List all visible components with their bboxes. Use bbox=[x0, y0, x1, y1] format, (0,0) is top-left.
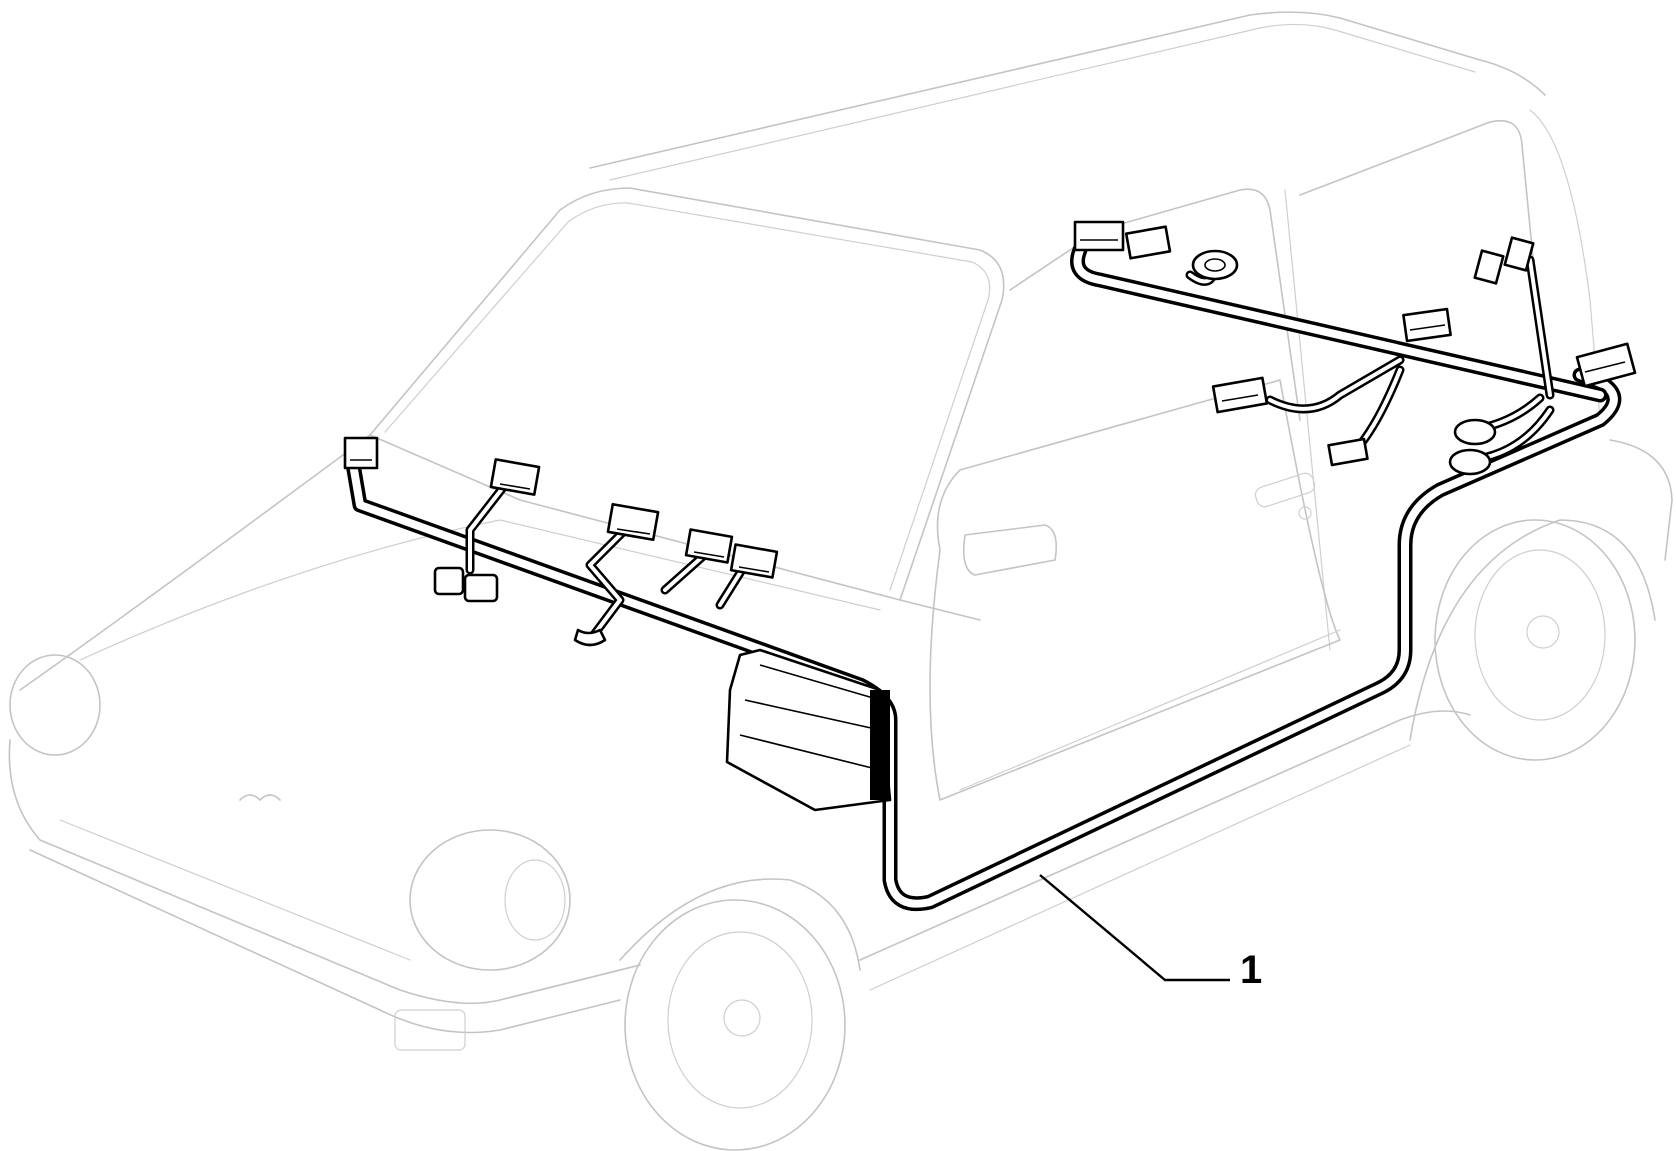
rear-light bbox=[1609, 439, 1673, 561]
side-mirror bbox=[962, 524, 1058, 576]
brand-logo bbox=[239, 794, 281, 801]
rear-branch-1-core bbox=[1268, 358, 1402, 411]
door-lock bbox=[1298, 506, 1312, 520]
front-lower-bumper bbox=[29, 849, 621, 1034]
left-headlight bbox=[9, 654, 101, 756]
rear-wheel-arch bbox=[1409, 519, 1656, 741]
main-harness-trunk-core bbox=[348, 371, 1618, 908]
connector-rear-rings bbox=[1448, 418, 1497, 476]
right-headlight-lens bbox=[504, 859, 566, 941]
connector-rear-f bbox=[1575, 342, 1637, 388]
connector-rear-e bbox=[1327, 437, 1369, 467]
pillar-branch-core bbox=[1528, 258, 1552, 397]
roof-outline bbox=[589, 11, 1546, 169]
side-window-rear bbox=[1299, 120, 1541, 331]
roof-inner-line bbox=[609, 23, 1476, 181]
connector-dash-b bbox=[489, 458, 541, 496]
connector-dash-d bbox=[684, 528, 734, 564]
front-wheel bbox=[624, 899, 846, 1151]
front-wheel-arch bbox=[619, 878, 861, 971]
connector-roof-a bbox=[1073, 220, 1125, 252]
callout-1-label: 1 bbox=[1240, 948, 1262, 992]
connector-rear-d bbox=[1211, 376, 1269, 414]
dash-branch-2-core bbox=[588, 523, 632, 642]
roof-harness-core bbox=[1073, 246, 1604, 399]
main-harness-trunk bbox=[344, 367, 1622, 912]
connector-dash-a bbox=[343, 436, 379, 470]
connector-rear-c bbox=[1402, 307, 1452, 343]
rear-wheel-hub bbox=[1526, 615, 1560, 649]
connector-roof-ring bbox=[1191, 249, 1239, 281]
callout-1-leader bbox=[1039, 874, 1230, 982]
grille-line bbox=[59, 819, 411, 961]
door-lower-crease bbox=[959, 629, 1341, 791]
side-sill bbox=[859, 710, 1471, 961]
vehicle-outline bbox=[8, 11, 1673, 1151]
front-door-outline bbox=[929, 379, 1341, 801]
connector-rear-a bbox=[1473, 249, 1505, 285]
connector-rear-b bbox=[1503, 236, 1535, 272]
fuse-box bbox=[725, 648, 892, 812]
front-wheel-rim bbox=[667, 931, 813, 1109]
connector-roof-b bbox=[1124, 225, 1172, 260]
wiring-harness bbox=[343, 220, 1637, 912]
connector-dash-c bbox=[606, 502, 660, 542]
c-pillar bbox=[1529, 109, 1601, 421]
rear-wheel-rim bbox=[1474, 549, 1606, 721]
dash-branch-1-core bbox=[468, 483, 507, 572]
front-wheel-hub bbox=[723, 999, 761, 1037]
b-pillar bbox=[1284, 189, 1331, 651]
front-bumper bbox=[8, 739, 641, 1005]
right-headlight bbox=[409, 829, 571, 971]
windshield-outline bbox=[369, 187, 1005, 601]
rear-branch-1 bbox=[1265, 355, 1405, 414]
license-plate-holder bbox=[394, 1009, 466, 1051]
connector-dash-clips bbox=[433, 566, 607, 647]
side-window-front bbox=[1009, 188, 1301, 421]
rear-wheel bbox=[1434, 519, 1636, 761]
connector-dash-e bbox=[729, 543, 779, 579]
callout-1: 1 bbox=[1039, 874, 1262, 992]
windshield-inner bbox=[384, 202, 991, 591]
side-sill-lower bbox=[869, 744, 1411, 991]
hood-crease bbox=[79, 519, 881, 661]
door-handle bbox=[1254, 472, 1316, 508]
